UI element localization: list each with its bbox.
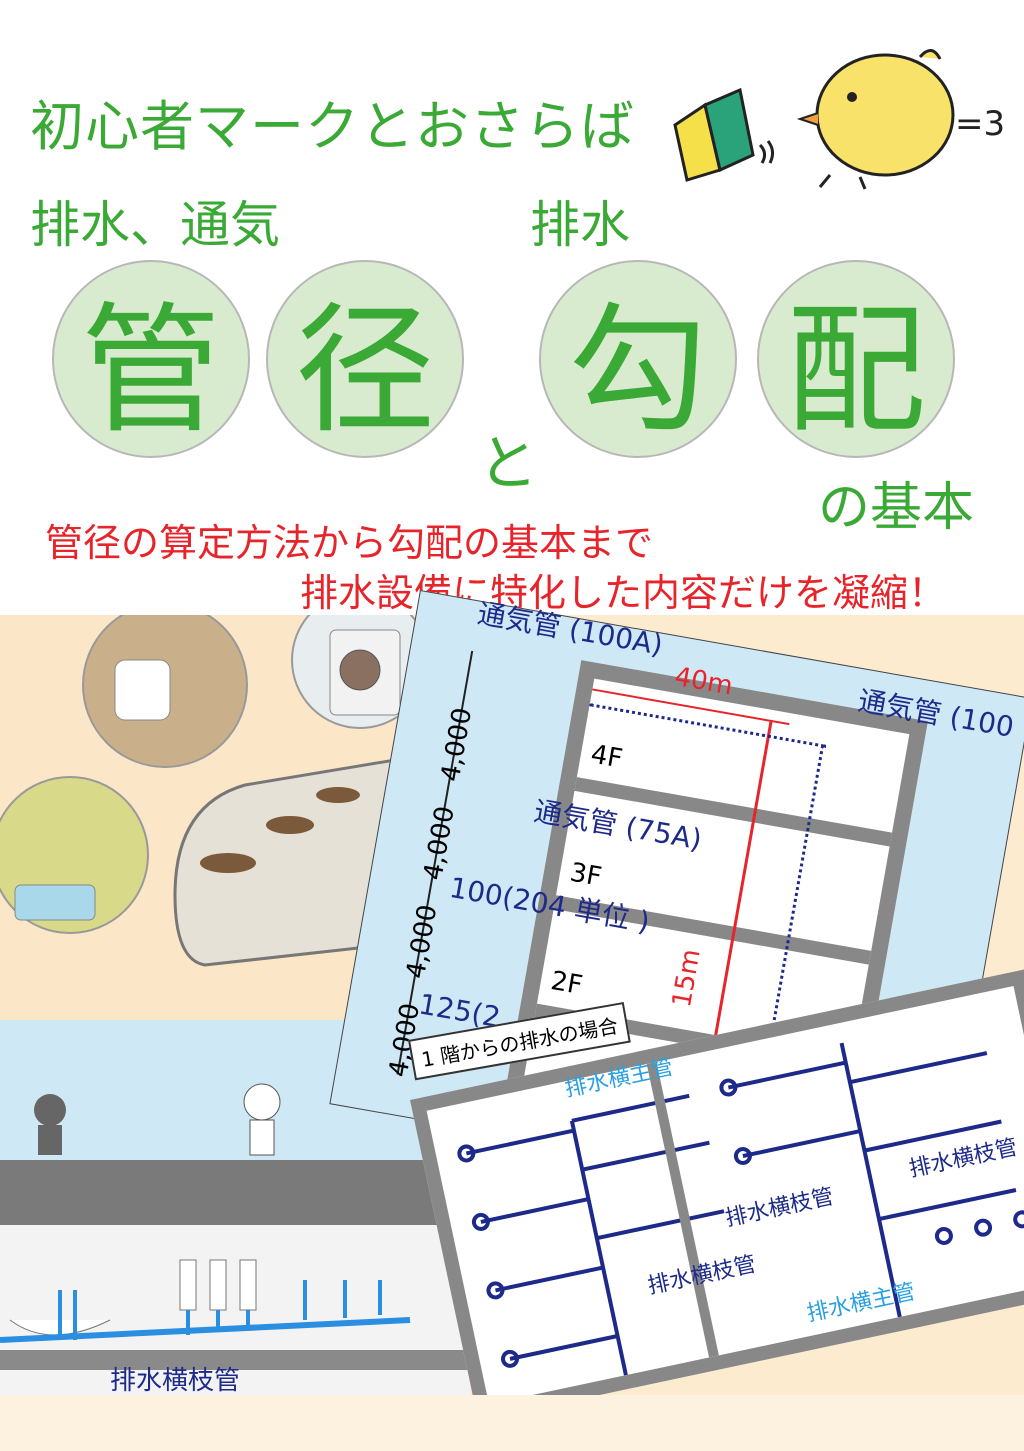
connector-text: と [478,429,538,499]
chick-mascot-icon: =3 [796,49,1005,190]
floor-4f: 4F [588,739,625,775]
suffix-text: の基本 [818,478,975,538]
circle-char-kou: 勾 [539,260,737,458]
title-line-2-right: 排水 [530,196,630,254]
bottom-margin [0,1395,1024,1451]
dash-mark: =3 [955,104,1005,144]
building-branch-label: 排水横枝管 [110,1366,241,1396]
plan-diagram-panel: 排水横主管 排水横枝管 排水横枝管 排水横枝管 排水横主管 [410,969,1024,1421]
circle-char-kei: 径 [266,260,464,458]
title-line-1: 初心者マークとおさらば [30,95,635,158]
dimension-3: 4,000 [400,902,444,981]
floor-2f: 2F [548,965,585,1001]
subtitle-1: 管径の算定方法から勾配の基本まで [45,521,654,565]
circle-char-kan: 管 [52,260,250,458]
subtitle-2: 排水設備に特化した内容だけを凝縮！ [300,571,947,615]
title-line-2-left: 排水、通気 [30,196,280,254]
circle-char-bai: 配 [757,260,955,458]
dimension-1: 4,000 [435,705,479,785]
beginner-mark-icon [673,87,775,182]
